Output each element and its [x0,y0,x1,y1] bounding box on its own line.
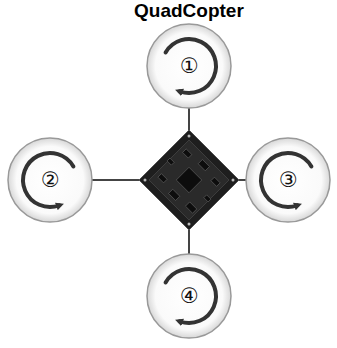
rotation-arrows [23,39,311,323]
arm-lines [92,108,246,254]
rotor-circle: ④ [147,254,231,338]
rotor-number: ② [41,170,60,191]
rotor-circle: ② [8,138,92,222]
rotor-number: ④ [180,286,199,307]
flight-controller-board [139,130,239,230]
diagram-title: QuadCopter [134,1,244,20]
rotor-circle: ① [147,24,231,108]
rotor-number: ③ [279,170,298,191]
rotor-circle: ③ [246,138,330,222]
rotor-number: ① [180,56,199,77]
rotor-discs [8,24,330,338]
